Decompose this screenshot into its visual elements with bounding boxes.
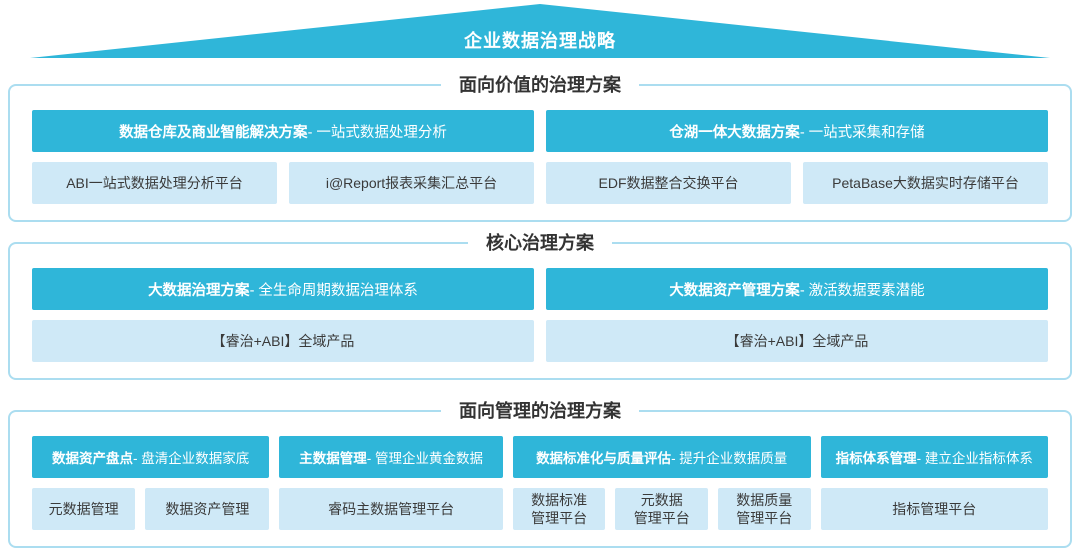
group-dw-bi-items: ABI一站式数据处理分析平台 i@Report报表采集汇总平台 xyxy=(32,162,534,204)
group-dw-bi-header: 数据仓库及商业智能解决方案 - 一站式数据处理分析 xyxy=(32,110,534,152)
group-asset-inventory: 数据资产盘点 - 盘清企业数据家底 元数据管理 数据资产管理 xyxy=(32,436,270,530)
header-sub-text: - 激活数据要素潜能 xyxy=(799,282,925,299)
section-core-title: 核心治理方案 xyxy=(468,229,612,257)
section-value-title: 面向价值的治理方案 xyxy=(441,71,639,99)
section-core-governance: 核心治理方案 大数据治理方案 - 全生命周期数据治理体系 【睿治+ABI】全域产… xyxy=(8,229,1072,380)
header-sub-text: - 一站式数据处理分析 xyxy=(307,124,447,141)
group-master-data-header: 主数据管理 - 管理企业黄金数据 xyxy=(279,436,503,478)
section-management-title: 面向管理的治理方案 xyxy=(441,397,639,425)
group-master-data-items: 睿码主数据管理平台 xyxy=(279,488,503,530)
group-bigdata-governance: 大数据治理方案 - 全生命周期数据治理体系 【睿治+ABI】全域产品 xyxy=(32,268,534,362)
section-value-grid: 数据仓库及商业智能解决方案 - 一站式数据处理分析 ABI一站式数据处理分析平台… xyxy=(32,110,1048,204)
product-box-data-quality-platform: 数据质量 管理平台 xyxy=(717,488,811,530)
strategy-title: 企业数据治理战略 xyxy=(464,31,616,51)
section-core-grid: 大数据治理方案 - 全生命周期数据治理体系 【睿治+ABI】全域产品 大数据资产… xyxy=(32,268,1048,362)
section-management-grid: 数据资产盘点 - 盘清企业数据家底 元数据管理 数据资产管理 主数据管理 - 管… xyxy=(32,436,1048,530)
product-box-ruizhi-abi-right: 【睿治+ABI】全域产品 xyxy=(546,320,1048,362)
header-bold-text: 数据仓库及商业智能解决方案 xyxy=(119,124,308,141)
group-master-data: 主数据管理 - 管理企业黄金数据 睿码主数据管理平台 xyxy=(279,436,503,530)
group-bigdata-governance-header: 大数据治理方案 - 全生命周期数据治理体系 xyxy=(32,268,534,310)
header-bold-text: 主数据管理 xyxy=(299,451,367,466)
product-box-ireport: i@Report报表采集汇总平台 xyxy=(289,162,534,204)
group-standard-quality-items: 数据标准 管理平台 元数据 管理平台 数据质量 管理平台 xyxy=(512,488,811,530)
product-box-edf: EDF数据整合交换平台 xyxy=(546,162,791,204)
product-box-metadata-platform: 元数据 管理平台 xyxy=(615,488,708,530)
group-standard-quality-header: 数据标准化与质量评估 - 提升企业数据质量 xyxy=(512,436,811,478)
section-value-governance: 面向价值的治理方案 数据仓库及商业智能解决方案 - 一站式数据处理分析 ABI一… xyxy=(8,71,1072,222)
group-lakehouse-items: EDF数据整合交换平台 PetaBase大数据实时存储平台 xyxy=(546,162,1048,204)
product-box-indicator-platform: 指标管理平台 xyxy=(820,488,1048,530)
header-bold-text: 大数据治理方案 xyxy=(148,282,250,299)
group-dw-bi: 数据仓库及商业智能解决方案 - 一站式数据处理分析 ABI一站式数据处理分析平台… xyxy=(32,110,534,204)
product-box-petabase: PetaBase大数据实时存储平台 xyxy=(803,162,1048,204)
product-box-ruizhi-abi-left: 【睿治+ABI】全域产品 xyxy=(32,320,534,362)
product-box-data-standard-platform: 数据标准 管理平台 xyxy=(512,488,606,530)
group-asset-inventory-header: 数据资产盘点 - 盘清企业数据家底 xyxy=(32,436,270,478)
header-bold-text: 指标体系管理 xyxy=(835,451,917,466)
header-bold-text: 数据资产盘点 xyxy=(52,451,134,466)
header-bold-text: 大数据资产管理方案 xyxy=(669,282,800,299)
header-sub-text: - 盘清企业数据家底 xyxy=(133,451,250,466)
group-indicator-system: 指标体系管理 - 建立企业指标体系 指标管理平台 xyxy=(820,436,1048,530)
group-bigdata-governance-items: 【睿治+ABI】全域产品 xyxy=(32,320,534,362)
group-indicator-system-items: 指标管理平台 xyxy=(820,488,1048,530)
group-indicator-system-header: 指标体系管理 - 建立企业指标体系 xyxy=(820,436,1048,478)
header-sub-text: - 管理企业黄金数据 xyxy=(366,451,483,466)
group-standard-quality: 数据标准化与质量评估 - 提升企业数据质量 数据标准 管理平台 元数据 管理平台… xyxy=(512,436,811,530)
group-lakehouse-header: 仓湖一体大数据方案 - 一站式采集和存储 xyxy=(546,110,1048,152)
group-data-asset-mgmt-header: 大数据资产管理方案 - 激活数据要素潜能 xyxy=(546,268,1048,310)
group-asset-inventory-items: 元数据管理 数据资产管理 xyxy=(32,488,270,530)
product-box-data-asset-mgmt: 数据资产管理 xyxy=(145,488,270,530)
strategy-roof: 企业数据治理战略 xyxy=(30,4,1050,58)
group-data-asset-mgmt-items: 【睿治+ABI】全域产品 xyxy=(546,320,1048,362)
section-management-governance: 面向管理的治理方案 数据资产盘点 - 盘清企业数据家底 元数据管理 数据资产管理… xyxy=(8,397,1072,548)
header-sub-text: - 全生命周期数据治理体系 xyxy=(249,282,418,299)
header-sub-text: - 提升企业数据质量 xyxy=(671,451,788,466)
header-bold-text: 数据标准化与质量评估 xyxy=(536,451,672,466)
group-data-asset-mgmt: 大数据资产管理方案 - 激活数据要素潜能 【睿治+ABI】全域产品 xyxy=(546,268,1048,362)
header-sub-text: - 一站式采集和存储 xyxy=(799,124,925,141)
product-box-metadata-mgmt: 元数据管理 xyxy=(32,488,136,530)
group-lakehouse: 仓湖一体大数据方案 - 一站式采集和存储 EDF数据整合交换平台 PetaBas… xyxy=(546,110,1048,204)
header-bold-text: 仓湖一体大数据方案 xyxy=(669,124,800,141)
product-box-abi: ABI一站式数据处理分析平台 xyxy=(32,162,277,204)
product-box-ruima-mdm: 睿码主数据管理平台 xyxy=(279,488,503,530)
data-governance-diagram: 企业数据治理战略 面向价值的治理方案 数据仓库及商业智能解决方案 - 一站式数据… xyxy=(0,4,1080,548)
header-sub-text: - 建立企业指标体系 xyxy=(916,451,1033,466)
